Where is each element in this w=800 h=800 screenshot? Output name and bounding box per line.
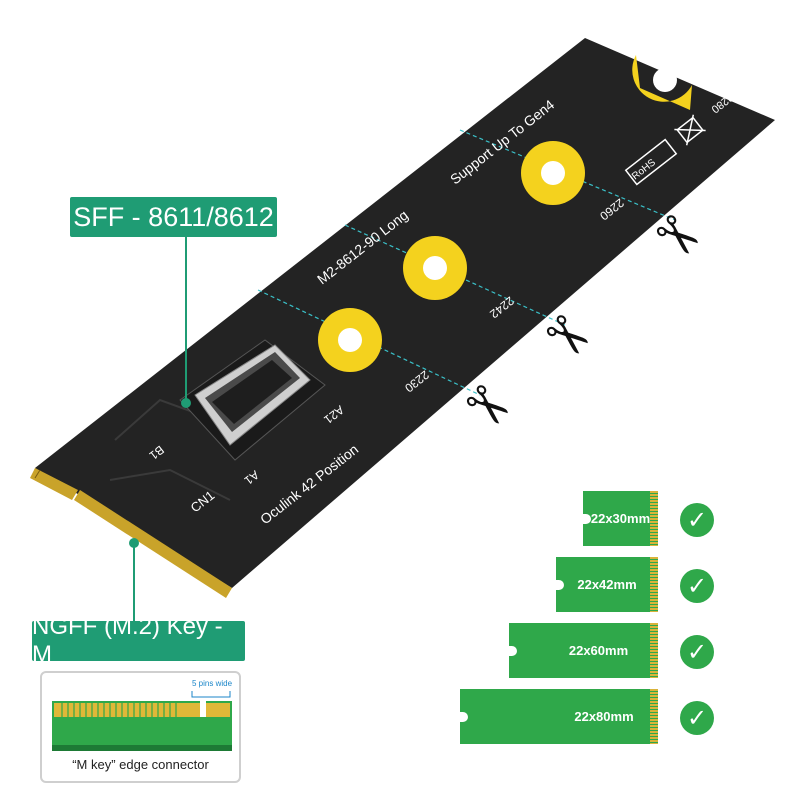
size-card-2230: 22x30mm — [582, 491, 658, 546]
size-label: 22x42mm — [577, 577, 637, 592]
ngff-lead-line — [133, 543, 135, 623]
m-key-connector-drawing — [52, 691, 232, 751]
pins-width-note: 5 pins wide — [192, 679, 233, 688]
size-card-2260: 22x60mm — [508, 623, 658, 678]
sff-callout: SFF - 8611/8612 — [70, 197, 277, 237]
check-icon: ✓ — [680, 701, 714, 735]
m-key-inset: 5 pins wide “M key” edge connector — [40, 671, 241, 783]
size-label: 22x80mm — [574, 709, 634, 724]
mount-holes — [318, 55, 692, 372]
inset-caption: “M key” edge connector — [72, 757, 209, 772]
sff-lead-line — [185, 237, 187, 403]
check-icon: ✓ — [680, 569, 714, 603]
check-icon: ✓ — [680, 503, 714, 537]
ngff-lead-dot — [129, 538, 139, 548]
ngff-callout: NGFF (M.2) Key - M — [32, 613, 245, 668]
sff-connector — [179, 339, 326, 461]
board-body — [35, 38, 775, 588]
rohs-mark — [624, 114, 706, 186]
size-card-2242: 22x42mm — [555, 557, 658, 612]
size-card-2280: 22x80mm — [459, 689, 658, 744]
check-icon: ✓ — [680, 635, 714, 669]
sff-lead-dot — [181, 398, 191, 408]
edge-connector-pins — [30, 468, 232, 598]
size-label: 22x30mm — [590, 511, 651, 526]
size-label: 22x60mm — [568, 643, 629, 658]
